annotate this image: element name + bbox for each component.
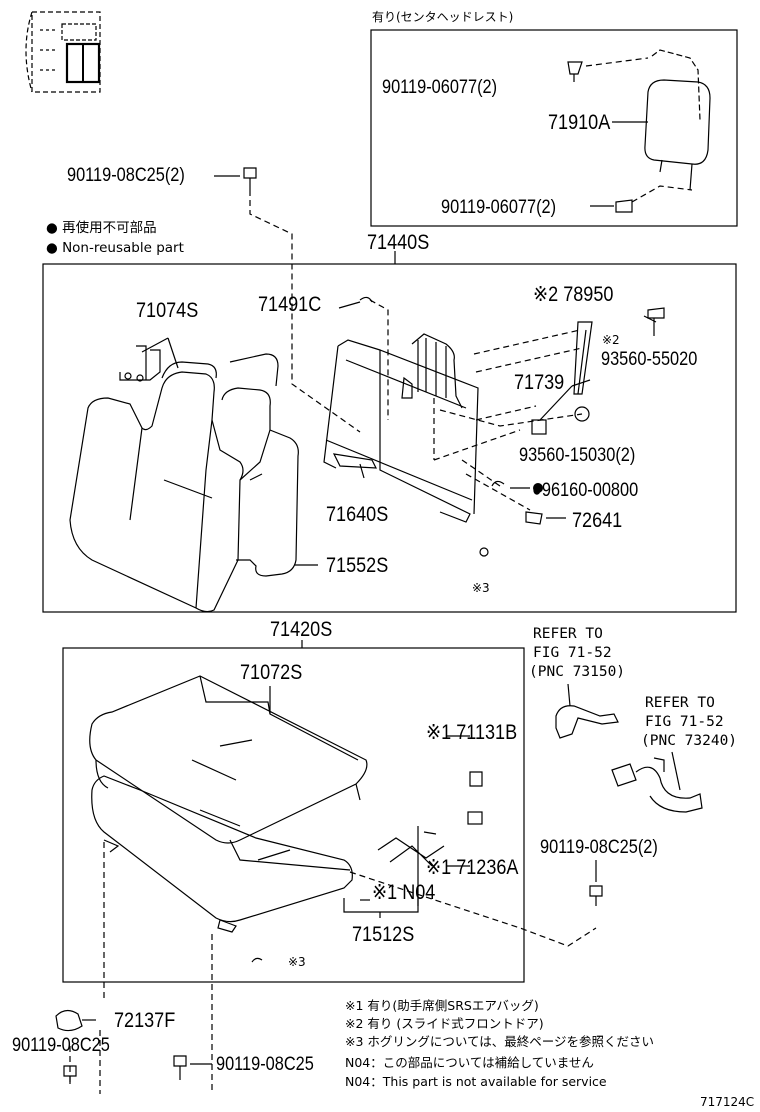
part-93560-15030[interactable]: 93560-15030(2) xyxy=(519,445,636,466)
part-90119-08C25-left[interactable]: 90119-08C25 xyxy=(12,1035,110,1056)
part-72137F[interactable]: 72137F xyxy=(114,1009,176,1032)
part-71512S[interactable]: 71512S xyxy=(352,923,415,946)
figure-id: 717124C xyxy=(700,1095,755,1109)
part-71640S[interactable]: 71640S xyxy=(326,503,389,526)
seatbelt-buckle-icon xyxy=(555,683,619,739)
part-71739[interactable]: 71739 xyxy=(514,371,565,394)
part-71072S[interactable]: 71072S xyxy=(240,661,303,684)
non-reusable-marker xyxy=(533,483,543,493)
part-90119-08C25-middle[interactable]: 90119-08C25 xyxy=(216,1054,314,1075)
part-71236A[interactable]: ※1 71236A xyxy=(426,856,519,879)
note-n04-en: N04：This part is not available for servi… xyxy=(345,1074,607,1089)
note-n04-jp: N04：この部品については補給していません xyxy=(345,1055,594,1070)
part-71491C[interactable]: 71491C xyxy=(258,293,322,316)
cushion-frame xyxy=(62,647,525,983)
note-mark-3-upper: ※3 xyxy=(472,581,490,595)
legend-en: ● Non-reusable part xyxy=(46,240,184,256)
part-90119-08C25-right[interactable]: 90119-08C25(2) xyxy=(540,837,658,858)
seat-cushion-icon xyxy=(89,675,368,933)
part-93560-55020[interactable]: 93560-55020 xyxy=(601,349,698,370)
seatback-frame xyxy=(42,263,737,613)
part-90119-06077-lower[interactable]: 90119-06077(2) xyxy=(441,197,557,218)
refer-71-52-b-line3: (PNC 73240) xyxy=(641,733,738,749)
part-71910A[interactable]: 71910A xyxy=(548,111,611,134)
legend-jp: ● 再使用不可部品 xyxy=(46,220,157,236)
headrest-icon xyxy=(585,49,711,203)
part-90119-06077-upper[interactable]: 90119-06077(2) xyxy=(382,77,498,98)
wire-harness-icon xyxy=(377,771,483,867)
part-N04[interactable]: ※1 N04 xyxy=(372,881,436,904)
part-72641[interactable]: 72641 xyxy=(572,509,623,532)
hinge-bracket-icon xyxy=(119,345,161,382)
seatback-cushion-icon xyxy=(69,353,299,613)
refer-71-52-a-line3: (PNC 73150) xyxy=(529,664,626,680)
small-parts-icons xyxy=(243,61,665,557)
part-90119-08C25-top[interactable]: 90119-08C25(2) xyxy=(67,165,185,186)
part-96160-00800[interactable]: ●96160-00800 xyxy=(532,480,639,501)
part-71131B[interactable]: ※1 71131B xyxy=(426,721,518,744)
assembly-71440S[interactable]: 71440S xyxy=(367,231,430,254)
note-3: ※3 ホグリングについては、最終ページを参照ください xyxy=(345,1034,655,1049)
clip-icon xyxy=(55,1009,83,1032)
refer-71-52-b-line2[interactable]: FIG 71-52 xyxy=(645,714,724,730)
refer-71-52-a-line1: REFER TO xyxy=(533,626,603,642)
note-mark-3-lower: ※3 xyxy=(288,955,306,969)
inset-caption: 有り(センタヘッドレスト) xyxy=(372,10,514,24)
seatback-frame-icon xyxy=(323,333,479,523)
part-78950[interactable]: ※2 78950 xyxy=(533,283,614,306)
note-2: ※2 有り (スライド式フロントドア) xyxy=(345,1016,544,1031)
inset-frame xyxy=(370,29,738,227)
vehicle-locator-icon xyxy=(25,11,101,93)
refer-71-52-a-line2[interactable]: FIG 71-52 xyxy=(533,645,612,661)
refer-71-52-b-line1: REFER TO xyxy=(645,695,715,711)
note-mark-2: ※2 xyxy=(602,333,620,347)
note-1: ※1 有り(助手席側SRSエアバッグ) xyxy=(345,998,539,1013)
part-71552S[interactable]: 71552S xyxy=(326,554,389,577)
assembly-71420S[interactable]: 71420S xyxy=(270,618,333,641)
part-71074S[interactable]: 71074S xyxy=(136,299,199,322)
sensor-harness-icon xyxy=(611,751,703,813)
